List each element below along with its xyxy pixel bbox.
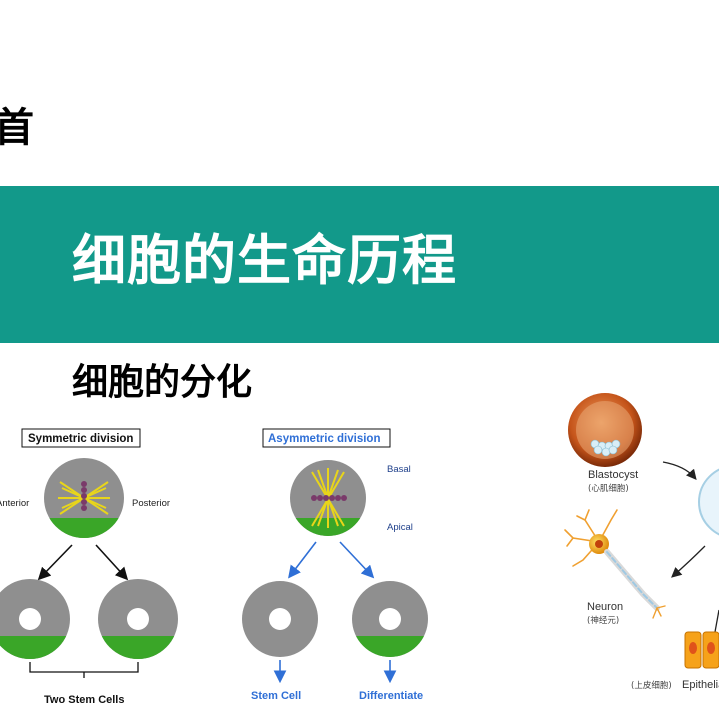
two-stem-cells-label: Two Stem Cells [44,694,124,706]
neuron-arrow [673,546,705,576]
section-title: 细胞的分化 [72,365,252,401]
blastocyst-label: Blastocyst [588,469,638,481]
top-title-fragment: 首 [0,108,34,148]
epithelial-cells-image [685,632,719,668]
symmetric-daughter-right [90,579,190,666]
blastocyst-arrow [663,462,695,478]
neuron-chinese-label: (神经元) [587,615,619,626]
asymmetric-division-panel: Asymmetric division Basal Apical [242,429,445,702]
asymmetric-mother-cell [285,460,375,548]
cell-division-diagram: Symmetric division Anterior Posterior [0,400,540,720]
stem-cell-differentiation-illustration: Blastocyst (心肌细胞) Neuron (神经元) [555,370,719,720]
neuron-label: Neuron [587,601,623,613]
symmetric-daughter-left [0,579,80,666]
symmetric-division-panel: Symmetric division Anterior Posterior [0,429,190,706]
symmetric-mother-cell [40,458,130,548]
symmetric-arrow-right [96,545,126,578]
apical-label: Apical [387,522,413,533]
stem-cell-label: Stem Cell [251,690,301,702]
epithelial-chinese-label: (上皮细胞) [631,680,672,691]
two-stem-cells-bracket [30,662,138,678]
posterior-label: Posterior [132,498,170,509]
anterior-label: Anterior [0,498,29,509]
symmetric-label: Symmetric division [28,433,133,445]
blastocyst-chinese-label: (心肌细胞) [588,483,629,494]
basal-label: Basal [387,464,411,475]
asymmetric-arrow-left [290,542,316,576]
epithelial-label: Epithelial [682,679,719,691]
stem-cell-partial [699,466,719,538]
epithelial-arrow [715,610,719,632]
asymmetric-daughter-stem [242,581,318,657]
symmetric-arrow-left [40,545,72,578]
banner-title: 细胞的生命历程 [72,234,457,288]
asymmetric-daughter-differentiating [345,581,445,666]
blastocyst-image [568,393,642,467]
differentiate-label: Differentiate [359,690,423,702]
asymmetric-arrow-right [340,542,372,576]
asymmetric-label: Asymmetric division [268,433,380,445]
